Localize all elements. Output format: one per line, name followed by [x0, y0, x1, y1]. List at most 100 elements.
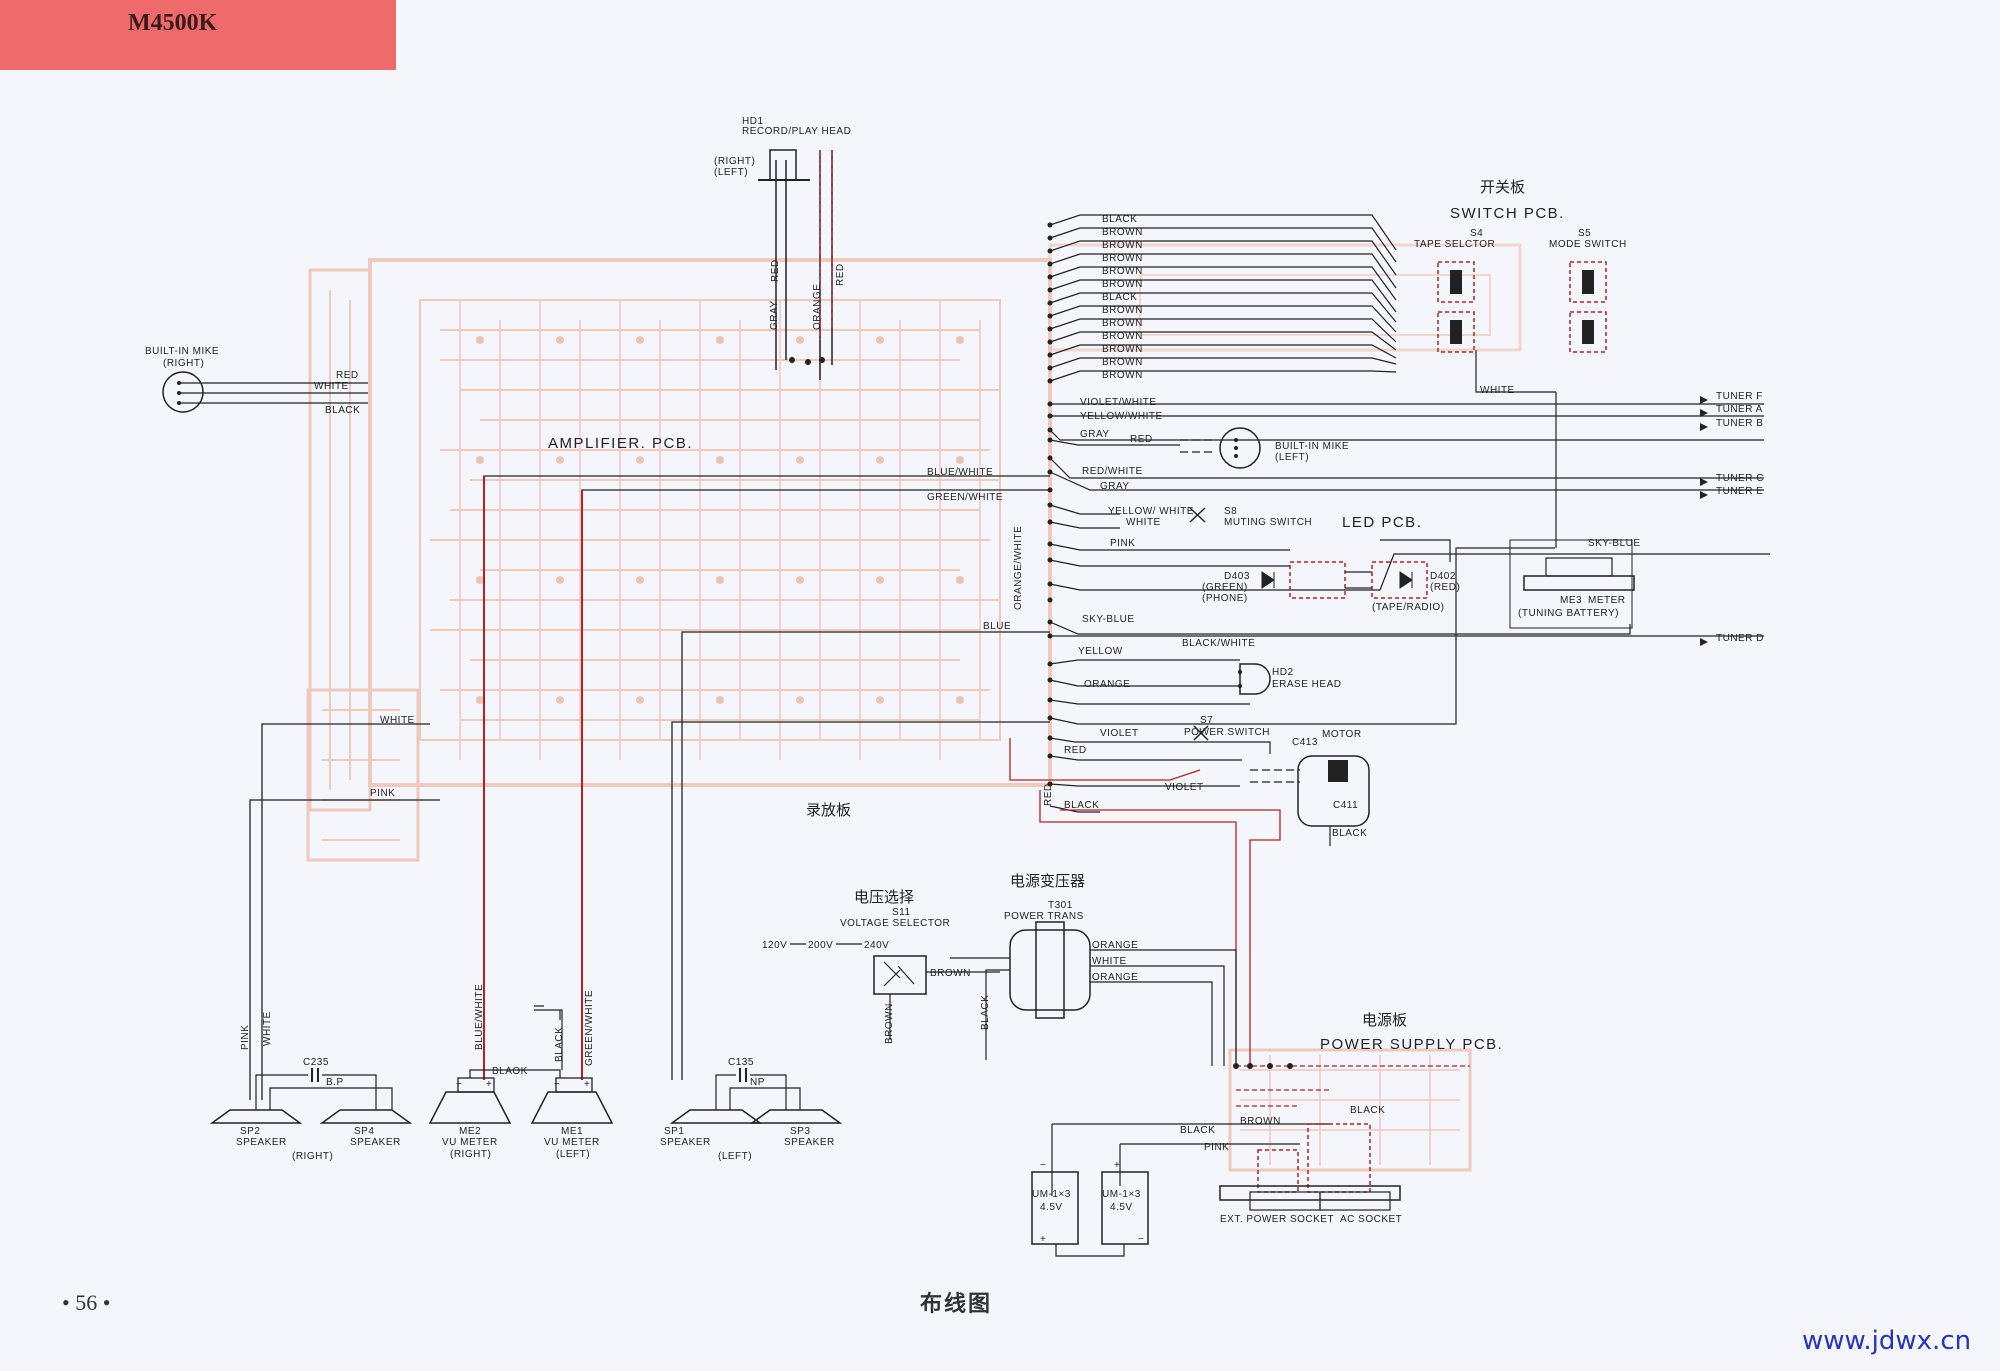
- sp1-name: SPEAKER: [660, 1137, 711, 1148]
- red-white-label: RED/WHITE: [1082, 466, 1143, 477]
- sp3-name: SPEAKER: [784, 1137, 835, 1148]
- record-play-board-label: 录放板: [806, 801, 851, 819]
- bundle-wire-9: BROWN: [1102, 318, 1143, 329]
- s5-id: S5: [1578, 228, 1591, 239]
- bundle-wire-4: BROWN: [1102, 253, 1143, 264]
- battery-2-minus-sign: −: [1138, 1234, 1144, 1245]
- speaker-sp4: SP4 SPEAKER: [319, 1109, 413, 1148]
- battery-2-volt: 4.5V: [1110, 1202, 1133, 1213]
- tuner-a: TUNER A: [1716, 404, 1763, 415]
- t301-id: T301: [1048, 900, 1073, 911]
- vu-meter-me2: − + ME2 VU METER (RIGHT): [428, 1077, 512, 1160]
- s7-name: POWER SWITCH: [1184, 727, 1270, 738]
- hd1-gray-wire-label: GRAY: [769, 300, 780, 330]
- bundle-wire-12: BROWN: [1102, 357, 1143, 368]
- me1-id: ME1: [561, 1126, 583, 1137]
- me2-plus-sign: +: [486, 1079, 492, 1090]
- vu-meter-me1: − + ME1 VU METER (LEFT): [530, 1077, 614, 1160]
- hd1-id: HD1: [742, 116, 764, 127]
- sp1-id: SP1: [664, 1126, 684, 1137]
- voltage-selector-cn: 电压选择: [854, 888, 914, 906]
- mike-left-red-label: RED: [1130, 434, 1153, 445]
- me3-name: METER: [1588, 595, 1626, 606]
- s4-id: S4: [1470, 228, 1483, 239]
- ps-black-label: BLACK: [1180, 1125, 1215, 1136]
- transformer-cn: 电源变压器: [1010, 872, 1085, 890]
- me1-name: VU METER: [544, 1137, 600, 1148]
- led-mode: (TAPE/RADIO): [1372, 602, 1444, 613]
- amplifier-long-wire-marks: [483, 476, 583, 1080]
- me3-sky-blue-label: SKY-BLUE: [1588, 538, 1641, 549]
- black-white-label: BLACK/WHITE: [1182, 638, 1255, 649]
- violet-label: VIOLET: [1100, 728, 1139, 739]
- d402-color: (RED): [1430, 582, 1460, 593]
- switch-bundle-pins: [1047, 222, 1053, 384]
- s8-id: S8: [1224, 506, 1237, 517]
- bundle-wire-6: BROWN: [1102, 279, 1143, 290]
- bundle-wire-3: BROWN: [1102, 240, 1143, 251]
- bundle-wire-7: BLACK: [1102, 292, 1137, 303]
- watermark-url: www.jdwx.cn: [1802, 1326, 1972, 1356]
- mike-right-wire-white: WHITE: [314, 381, 349, 392]
- speaker-sp1: SP1 SPEAKER: [660, 1109, 763, 1148]
- hd2-name: ERASE HEAD: [1272, 679, 1341, 690]
- battery-1-volt: 4.5V: [1040, 1202, 1063, 1213]
- c235-id: C235: [303, 1057, 329, 1068]
- led-pcb: D403 (GREEN) (PHONE) D402 (RED) (TAPE/RA…: [1202, 539, 1460, 613]
- ext-power-socket-label: EXT. POWER SOCKET: [1220, 1214, 1334, 1225]
- white-line-label: WHITE: [1126, 517, 1161, 528]
- c135-id: C135: [728, 1057, 754, 1068]
- hd1-orange-wire-label: ORANGE: [812, 284, 823, 330]
- battery-link-wire: [1055, 1244, 1125, 1257]
- mike-right-side: (RIGHT): [163, 358, 204, 369]
- me1-minus-sign: −: [554, 1079, 560, 1090]
- cap-c135: C135 NP: [728, 1057, 764, 1088]
- battery-2-plus-sign: +: [1114, 1160, 1120, 1171]
- motor-label: MOTOR: [1322, 729, 1362, 740]
- battery-1-minus-sign: −: [1040, 1160, 1046, 1171]
- speaker-sp2: SP2 SPEAKER: [209, 1109, 303, 1148]
- bundle-wire-8: BROWN: [1102, 305, 1143, 316]
- hd1-left-label: (LEFT): [714, 167, 748, 178]
- bundle-wire-1: BLACK: [1102, 214, 1137, 225]
- c413-label: C413: [1292, 737, 1318, 748]
- amplifier-pcb-label: AMPLIFIER. PCB.: [548, 435, 693, 452]
- cap-c235: C235 B.P: [303, 1057, 344, 1088]
- switch-pcb-bundle: [1049, 214, 1397, 382]
- c235-type: B.P: [326, 1077, 344, 1088]
- ps-brown-label: BROWN: [1240, 1116, 1281, 1127]
- white-amp-label: WHITE: [380, 715, 415, 726]
- me1-green-white-label: GREEN/WHITE: [584, 990, 595, 1066]
- speaker-wires: [255, 1074, 801, 1110]
- switch-white-wire: [1475, 350, 1557, 548]
- model-name: M4500K: [128, 10, 218, 36]
- switch-pcb-label: SWITCH PCB.: [1450, 205, 1565, 222]
- violet2-label: VIOLET: [1165, 782, 1204, 793]
- signal-wires: [1049, 403, 1770, 813]
- yellow-white-label: YELLOW/WHITE: [1080, 411, 1163, 422]
- bundle-wire-10: BROWN: [1102, 331, 1143, 342]
- hd1-right-label: (RIGHT): [714, 156, 755, 167]
- switch-white-label: WHITE: [1480, 385, 1515, 396]
- s7-id: S7: [1200, 715, 1213, 726]
- speakers-right-label: (RIGHT): [292, 1151, 333, 1162]
- tuner-e: TUNER E: [1716, 486, 1763, 497]
- hd1-red2-wire-label: RED: [835, 263, 846, 286]
- d403-mode: (PHONE): [1202, 593, 1248, 604]
- me2-name: VU METER: [442, 1137, 498, 1148]
- s5-name: MODE SWITCH: [1549, 239, 1627, 250]
- blue-white-label: BLUE/WHITE: [927, 467, 993, 478]
- bundle-wire-5: BROWN: [1102, 266, 1143, 277]
- mike-right-name: BUILT-IN MIKE: [145, 346, 219, 357]
- record-play-head: HD1 RECORD/PLAY HEAD (RIGHT) (LEFT) GRAY…: [714, 116, 851, 380]
- tuner-f: TUNER F: [1716, 391, 1763, 402]
- battery-1: UM-1×3 4.5V − +: [1031, 1160, 1079, 1245]
- s11-id: S11: [892, 907, 911, 918]
- yellow-label: YELLOW: [1078, 646, 1123, 657]
- led-pcb-label: LED PCB.: [1342, 514, 1422, 531]
- mike-left-side: (LEFT): [1275, 452, 1309, 463]
- me3-id: ME3: [1560, 595, 1582, 606]
- me2-side: (RIGHT): [450, 1149, 491, 1160]
- motor-black-label: BLACK: [1332, 828, 1367, 839]
